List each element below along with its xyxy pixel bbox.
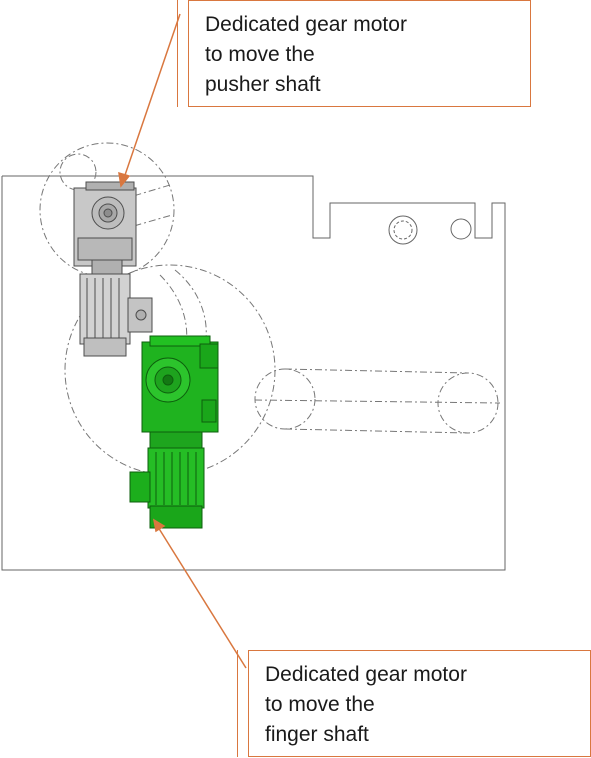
bottom-callout-rule bbox=[237, 650, 238, 757]
bottom-arrowhead-icon bbox=[152, 518, 166, 533]
frame-holes bbox=[388, 215, 472, 245]
pusher-callout-line2: to move the bbox=[205, 43, 315, 66]
top-arrowhead-icon bbox=[118, 171, 131, 188]
finger-callout-line1: Dedicated gear motor bbox=[265, 663, 467, 686]
machine-frame bbox=[1, 175, 506, 571]
gray-gear-motor-icon bbox=[73, 181, 153, 357]
finger-motor-callout: Dedicated gear motor to move the finger … bbox=[248, 650, 591, 757]
green-gear-motor-icon bbox=[129, 335, 219, 529]
pusher-callout-line1: Dedicated gear motor bbox=[205, 13, 407, 36]
top-leader-line bbox=[123, 13, 181, 179]
bottom-leader-line bbox=[157, 526, 247, 669]
pusher-callout-line3: pusher shaft bbox=[205, 73, 321, 96]
finger-callout-line3: finger shaft bbox=[265, 723, 369, 746]
finger-callout-line2: to move the bbox=[265, 693, 375, 716]
top-callout-rule bbox=[177, 0, 178, 107]
leader-arrows bbox=[118, 13, 247, 669]
pusher-motor-callout: Dedicated gear motor to move the pusher … bbox=[188, 0, 531, 107]
